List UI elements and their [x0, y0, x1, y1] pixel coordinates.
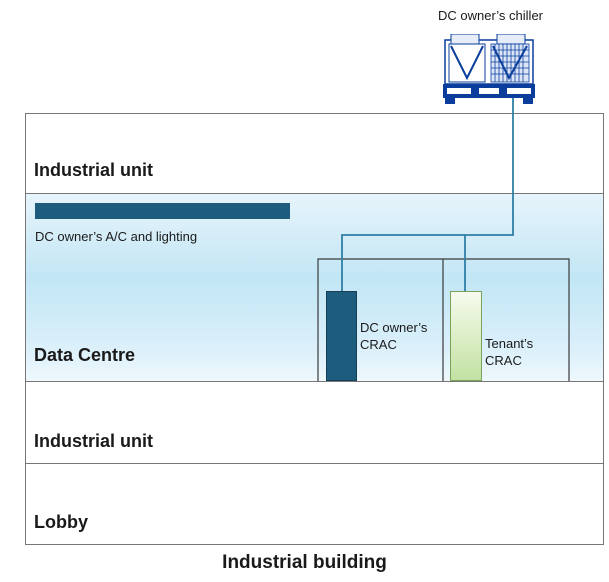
- chiller-label: DC owner’s chiller: [438, 8, 543, 23]
- floor-industrial-unit-lower: [25, 381, 604, 464]
- tenant-room-outline: [443, 258, 570, 381]
- ac-lighting-bar: [35, 203, 290, 219]
- floor-label-data-centre: Data Centre: [34, 345, 136, 365]
- crac-owner-unit: [326, 291, 357, 381]
- owner-room-outline: [317, 258, 444, 381]
- crac-owner-label: DC owner’s CRAC: [360, 320, 428, 352]
- floor-lobby: [25, 463, 604, 545]
- ac-lighting-label: DC owner’s A/C and lighting: [35, 229, 198, 244]
- floor-label-industrial-unit-lower: Industrial unit: [34, 431, 153, 451]
- floor-label-lobby: Lobby: [34, 512, 88, 532]
- crac-tenant-label: Tenant’s CRAC: [485, 336, 534, 368]
- crac-tenant-unit: [450, 291, 482, 381]
- floor-label-industrial-unit-upper: Industrial unit: [34, 160, 153, 180]
- diagram-caption: Industrial building: [222, 552, 387, 573]
- floor-industrial-unit-upper: [25, 113, 604, 194]
- chiller-icon: [443, 34, 535, 106]
- pipe-main: [341, 98, 514, 291]
